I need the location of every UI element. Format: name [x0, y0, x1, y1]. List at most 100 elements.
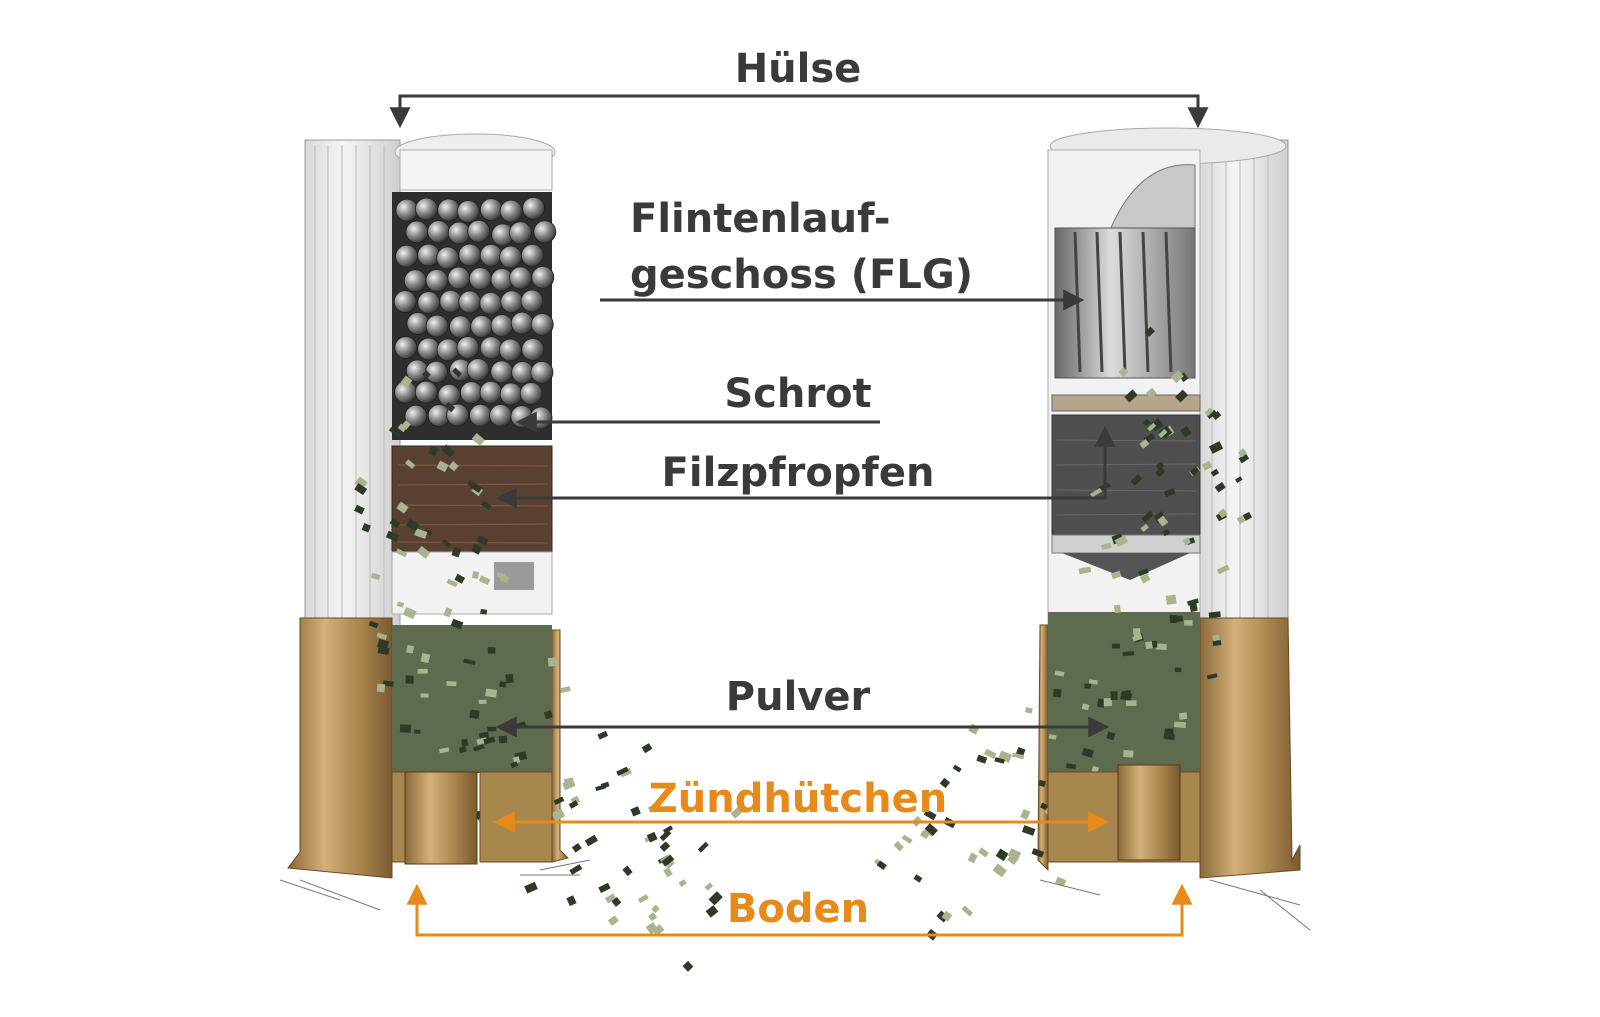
powder-flake	[450, 618, 464, 630]
powder-flake	[1170, 370, 1184, 384]
powder-flake	[405, 675, 414, 684]
powder-flake	[481, 500, 492, 510]
powder-flake	[1025, 706, 1033, 714]
boden-bracket	[406, 883, 1193, 937]
shot-pellet	[437, 198, 461, 222]
powder-flake	[659, 841, 671, 852]
powder-flake	[1208, 611, 1221, 619]
powder-flake	[402, 606, 417, 620]
powder-flake	[400, 375, 413, 388]
powder-flake	[1121, 690, 1132, 697]
powder-flake	[1122, 651, 1135, 657]
powder-flake	[569, 864, 583, 875]
label-schrot: Schrot	[724, 371, 871, 417]
powder-flake	[439, 747, 450, 754]
powder-flake	[405, 459, 416, 469]
powder-flake	[461, 738, 469, 747]
powder-flake	[361, 523, 371, 533]
shot-pellet	[425, 360, 448, 384]
shot-pellet	[394, 336, 418, 359]
powder-flake	[1097, 698, 1106, 708]
powder-flake	[1157, 515, 1169, 527]
powder-flake	[471, 543, 483, 555]
powder-flake	[385, 530, 399, 542]
powder-flake	[622, 865, 633, 877]
shot-pellet	[510, 405, 534, 429]
powder-flake	[480, 609, 488, 615]
shot-pellet	[490, 360, 514, 384]
powder-flake	[913, 874, 923, 883]
right-primer	[1117, 764, 1181, 861]
powder-flake	[1138, 568, 1149, 577]
powder-flake	[1147, 422, 1157, 432]
powder-flake	[1237, 448, 1248, 458]
shot-pellet	[395, 198, 419, 222]
powder-flake	[1052, 688, 1062, 698]
powder-flake	[396, 501, 409, 514]
powder-flake	[1132, 627, 1141, 638]
powder-flake	[354, 504, 365, 515]
powder-flake	[619, 767, 632, 778]
powder-flake	[406, 644, 415, 654]
slug-shell-right	[873, 127, 1311, 941]
shot-pellet	[520, 289, 544, 313]
powder-flake	[1100, 542, 1112, 550]
powder-flake	[1169, 614, 1178, 624]
powder-flake	[1236, 515, 1246, 525]
powder-flake	[1140, 523, 1149, 533]
powder-flake	[939, 777, 951, 789]
shot-pellet	[456, 200, 480, 223]
powder-flake	[1012, 752, 1025, 760]
powder-flake	[1038, 779, 1046, 788]
powder-flake	[1110, 570, 1122, 580]
powder-flake	[697, 841, 709, 853]
powder-flake	[630, 806, 641, 817]
powder-flake	[1184, 619, 1193, 626]
powder-flake	[446, 578, 458, 588]
powder-flake	[1242, 511, 1253, 521]
powder-flake	[983, 748, 997, 759]
shot-pellet	[499, 382, 523, 406]
powder-flake	[1201, 460, 1213, 471]
powder-flake	[1158, 429, 1168, 439]
shot-pellet	[459, 381, 483, 404]
powder-flake	[423, 528, 433, 536]
powder-flake	[487, 726, 497, 732]
powder-flake	[992, 863, 1007, 878]
shot-pellet	[489, 404, 513, 427]
shot-pellet	[425, 269, 449, 292]
shot-pellet	[436, 246, 460, 270]
powder-flake	[1118, 367, 1129, 377]
powder-flake	[1125, 700, 1137, 706]
powder-flake	[512, 756, 521, 764]
powder-flake	[876, 860, 887, 870]
powder-flake	[1211, 411, 1222, 421]
powder-flake	[1139, 439, 1150, 449]
shotshell-left	[279, 133, 744, 972]
powder-flake	[1162, 529, 1171, 537]
powder-flake	[382, 680, 394, 687]
powder-flake	[485, 688, 498, 698]
powder-flake	[395, 548, 408, 558]
annotation-lines	[389, 94, 1209, 937]
powder-flake	[1031, 848, 1045, 858]
powder-flake	[463, 658, 476, 666]
shot-pellet	[458, 243, 482, 267]
powder-flake	[1217, 508, 1228, 519]
powder-flake	[505, 673, 514, 684]
shot-pellets	[393, 196, 557, 430]
shot-pellet	[498, 338, 522, 362]
shot-pellet	[405, 220, 429, 244]
powder-flake	[1066, 763, 1077, 770]
powder-flake	[1178, 712, 1188, 720]
powder-flake	[607, 915, 619, 926]
powder-flake	[1078, 566, 1092, 575]
right-tube-outer	[1199, 139, 1289, 631]
powder-flake	[1054, 670, 1065, 677]
powder-flake	[961, 905, 973, 917]
powder-flake	[1206, 409, 1217, 419]
powder-flake	[498, 735, 508, 744]
powder-flake	[616, 766, 629, 777]
powder-flake	[978, 847, 989, 858]
shot-pellet	[470, 315, 494, 338]
